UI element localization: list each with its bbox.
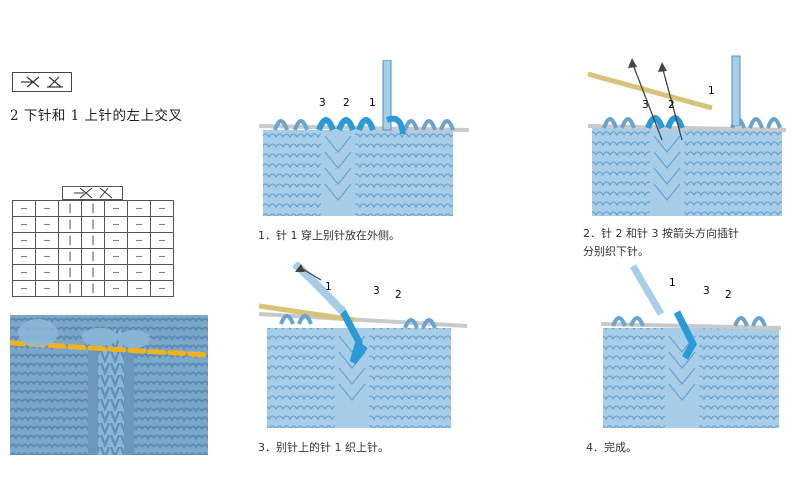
- chart-cell: |: [81, 232, 105, 249]
- step2-caption-line1: 2．针 2 和针 3 按箭头方向插针: [583, 227, 739, 240]
- step3-label-1: 1: [325, 281, 332, 293]
- chart-row: ——||———: [12, 248, 174, 265]
- chart-cell: —: [104, 264, 128, 281]
- chart-cell: |: [81, 200, 105, 217]
- chart-cell: —: [12, 216, 36, 233]
- step4-label-3: 3: [703, 285, 710, 297]
- step4-label-2: 2: [725, 289, 732, 301]
- chart-cell: —: [35, 264, 59, 281]
- step2-caption-line2: 分别织下针。: [583, 245, 649, 258]
- chart-cell: |: [58, 248, 82, 265]
- chart-row: ——||———: [12, 280, 174, 297]
- chart-cell: |: [81, 264, 105, 281]
- chart-cell: —: [35, 280, 59, 297]
- step4-caption: 4．完成。: [586, 441, 637, 454]
- chart-cell: —: [35, 216, 59, 233]
- chart-cell: —: [104, 216, 128, 233]
- chart-cell: —: [150, 264, 174, 281]
- chart-cell: —: [35, 232, 59, 249]
- knit-sample-photo: [10, 315, 208, 455]
- step2-label-3: 3: [642, 99, 649, 111]
- chart-cell: —: [12, 232, 36, 249]
- chart-cell: —: [12, 200, 36, 217]
- knitting-chart: ——||—————||—————||—————||—————||—————||—…: [12, 186, 174, 297]
- chart-row: ——||———: [12, 200, 174, 217]
- chart-cell: —: [12, 264, 36, 281]
- chart-cell: —: [150, 280, 174, 297]
- step1-label-2: 2: [343, 97, 350, 109]
- chart-cell: —: [35, 200, 59, 217]
- stitch-symbol-box: [12, 72, 72, 92]
- chart-cell: —: [104, 280, 128, 297]
- chart-cell: —: [127, 264, 151, 281]
- step3-label-2: 2: [395, 289, 402, 301]
- chart-cell: —: [150, 232, 174, 249]
- step2-label-2: 2: [668, 99, 675, 111]
- chart-cell: —: [104, 248, 128, 265]
- chart-cell: |: [58, 280, 82, 297]
- chart-cell: —: [104, 200, 128, 217]
- step1-label-1: 1: [369, 97, 376, 109]
- chart-cell: —: [12, 280, 36, 297]
- chart-cell: |: [58, 232, 82, 249]
- chart-cell: —: [127, 200, 151, 217]
- chart-cross-icon: [62, 186, 123, 200]
- chart-cell: —: [127, 248, 151, 265]
- chart-row: ——||———: [12, 232, 174, 249]
- chart-grid: ——||—————||—————||—————||—————||—————||—…: [12, 200, 174, 297]
- step3-label-3: 3: [373, 285, 380, 297]
- step3-caption: 3．别针上的针 1 织上针。: [258, 441, 389, 454]
- step3-illustration: 1 3 2: [258, 262, 468, 428]
- chart-cell: —: [35, 248, 59, 265]
- chart-row: ——||———: [12, 264, 174, 281]
- chart-row: ——||———: [12, 216, 174, 233]
- chart-cell: —: [150, 248, 174, 265]
- chart-cell: —: [12, 248, 36, 265]
- chart-cell: —: [127, 216, 151, 233]
- chart-cell: |: [58, 264, 82, 281]
- chart-cell: |: [58, 200, 82, 217]
- chart-cell: —: [150, 200, 174, 217]
- chart-cell: —: [127, 280, 151, 297]
- chart-cell: —: [127, 232, 151, 249]
- step2-label-1: 1: [708, 85, 715, 97]
- chart-cell: |: [81, 216, 105, 233]
- step4-label-1: 1: [669, 277, 676, 289]
- page-title: 2 下针和 1 上针的左上交叉: [10, 108, 183, 124]
- step1-label-3: 3: [319, 97, 326, 109]
- cross-symbol-icon: [21, 76, 63, 88]
- step1-caption: 1．针 1 穿上别针放在外侧。: [258, 229, 400, 242]
- step2-illustration: 3 2 1: [587, 55, 787, 216]
- chart-cell: —: [150, 216, 174, 233]
- step1-illustration: 3 2 1: [258, 60, 470, 216]
- chart-cell: —: [104, 232, 128, 249]
- chart-cell: |: [58, 216, 82, 233]
- chart-cell: |: [81, 280, 105, 297]
- step4-illustration: 1 3 2: [600, 264, 782, 428]
- chart-cell: |: [81, 248, 105, 265]
